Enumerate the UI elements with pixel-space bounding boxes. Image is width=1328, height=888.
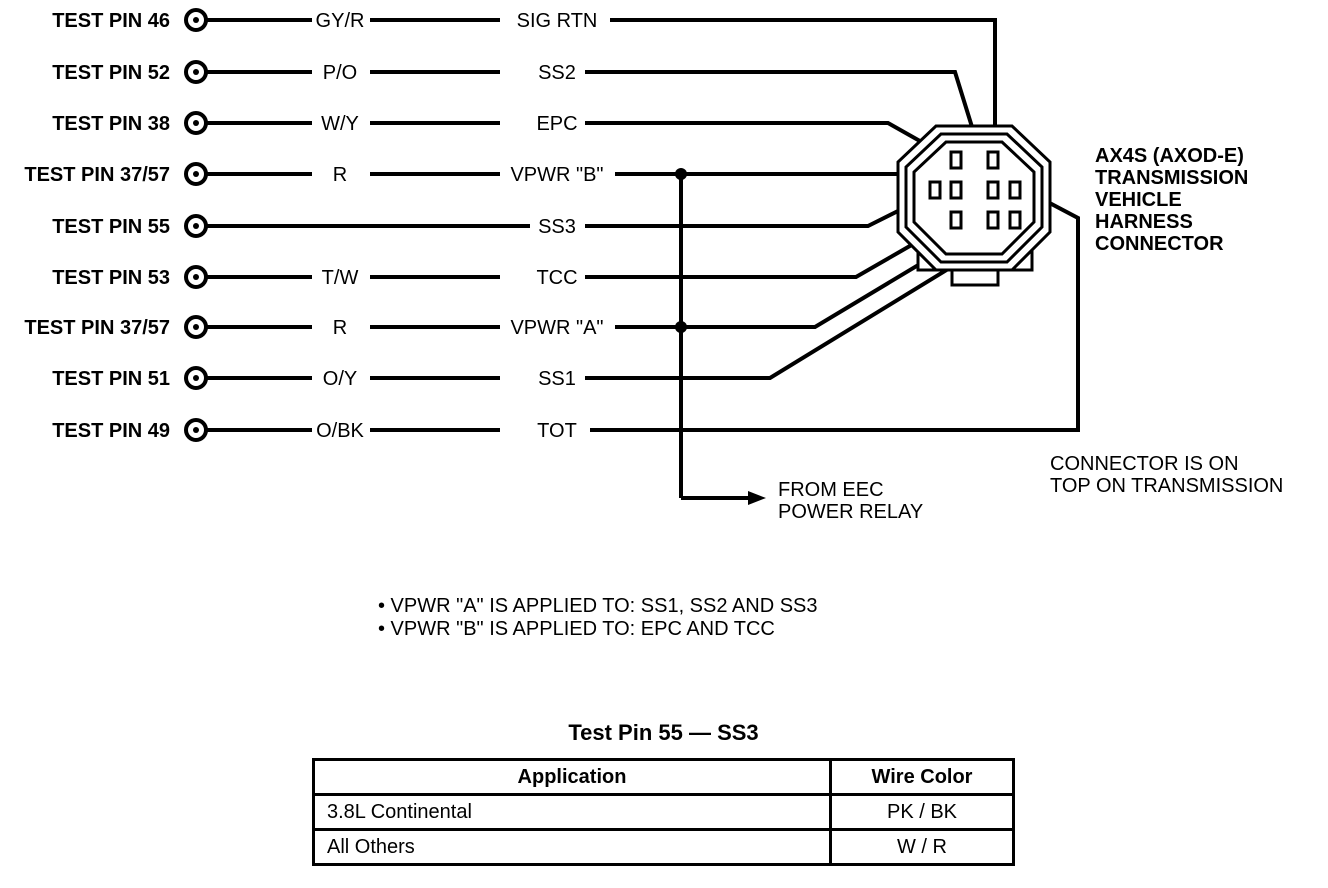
terminal bbox=[1008, 210, 1022, 230]
wire-color-label: P/O bbox=[323, 62, 357, 84]
test-pin-center-icon bbox=[193, 324, 199, 330]
wire-color-label: O/Y bbox=[323, 368, 357, 390]
splice-dot-a bbox=[675, 321, 687, 333]
test-pin-label: TEST PIN 52 bbox=[52, 62, 170, 84]
test-pin-center-icon bbox=[193, 274, 199, 280]
connector-location-note: CONNECTOR IS ON TOP ON TRANSMISSION bbox=[1050, 453, 1283, 497]
circuit-label: VPWR "A" bbox=[510, 317, 603, 339]
circuit-label: TOT bbox=[537, 420, 577, 442]
test-pin-label: TEST PIN 37/57 bbox=[24, 164, 170, 186]
wire-ss3 bbox=[585, 188, 941, 228]
wire-color-label: GY/R bbox=[316, 10, 365, 32]
terminal bbox=[928, 180, 942, 200]
test-pin-center-icon bbox=[193, 17, 199, 23]
wire-color-label: T/W bbox=[322, 267, 359, 289]
wire-color-label: O/BK bbox=[316, 420, 364, 442]
terminal bbox=[986, 150, 1000, 170]
application-cell: 3.8L Continental bbox=[312, 793, 832, 831]
terminal bbox=[986, 210, 1000, 230]
application-cell: All Others bbox=[312, 828, 832, 866]
connector-inner-1 bbox=[904, 132, 1044, 264]
circuit-label: EPC bbox=[536, 113, 577, 135]
arrow-head-icon bbox=[748, 491, 766, 505]
test-pin-label: TEST PIN 55 bbox=[52, 216, 170, 238]
pin-row: TEST PIN 46 GY/R SIG RTN bbox=[52, 8, 598, 32]
pin-row: TEST PIN 55 SS3 bbox=[52, 214, 576, 238]
wire-color-cell: W / R bbox=[829, 828, 1015, 866]
test-pin-label: TEST PIN 51 bbox=[52, 368, 170, 390]
circuit-label: TCC bbox=[536, 267, 577, 289]
circuit-label: SS1 bbox=[538, 368, 576, 390]
terminal bbox=[986, 180, 1000, 200]
pin-row: TEST PIN 52 P/O SS2 bbox=[52, 60, 576, 84]
connector-outer bbox=[896, 124, 1052, 272]
harness-connector-icon bbox=[896, 124, 1052, 287]
test-pin-label: TEST PIN 49 bbox=[52, 420, 170, 442]
connector-label: AX4S (AXOD-E) TRANSMISSION VEHICLE HARNE… bbox=[1095, 145, 1254, 255]
power-source-label: FROM EEC POWER RELAY bbox=[778, 479, 923, 523]
pin-row: TEST PIN 49 O/BK TOT bbox=[52, 418, 577, 442]
connector-terminals bbox=[928, 150, 1022, 230]
column-header-application: Application bbox=[312, 758, 832, 796]
circuit-label: SS2 bbox=[538, 62, 576, 84]
wire-color-label: W/Y bbox=[321, 113, 359, 135]
pin-row: TEST PIN 51 O/Y SS1 bbox=[52, 366, 576, 390]
test-pin-label: TEST PIN 53 bbox=[52, 267, 170, 289]
pin-row: TEST PIN 37/57 R VPWR "A" bbox=[24, 315, 604, 339]
test-pin-center-icon bbox=[193, 171, 199, 177]
test-pin-center-icon bbox=[193, 375, 199, 381]
wire-color-cell: PK / BK bbox=[829, 793, 1015, 831]
table-row: All Others W / R bbox=[312, 828, 1015, 866]
circuit-label: SS3 bbox=[538, 216, 576, 238]
table-header-row: Application Wire Color bbox=[312, 758, 1015, 796]
wire-color-table: Application Wire Color 3.8L Continental … bbox=[312, 758, 1015, 866]
wire-color-label: R bbox=[333, 317, 347, 339]
test-pin-center-icon bbox=[193, 427, 199, 433]
test-pin-label: TEST PIN 37/57 bbox=[24, 317, 170, 339]
wire-ss1 bbox=[585, 223, 1022, 380]
wire-color-label: R bbox=[333, 164, 347, 186]
circuit-label: VPWR "B" bbox=[510, 164, 603, 186]
splice-dot-b bbox=[675, 168, 687, 180]
test-pin-label: TEST PIN 38 bbox=[52, 113, 170, 135]
connector-inner-2 bbox=[912, 140, 1036, 256]
vpwr-note: • VPWR "A" IS APPLIED TO: SS1, SS2 AND S… bbox=[378, 595, 823, 640]
test-pin-label: TEST PIN 46 bbox=[52, 10, 170, 32]
terminal bbox=[949, 210, 963, 230]
table-title: Test Pin 55 — SS3 bbox=[568, 720, 759, 745]
table-row: 3.8L Continental PK / BK bbox=[312, 793, 1015, 831]
pin-row: TEST PIN 37/57 R VPWR "B" bbox=[24, 162, 604, 186]
terminal bbox=[949, 180, 963, 200]
pin-row: TEST PIN 38 W/Y EPC bbox=[52, 111, 578, 135]
test-pin-center-icon bbox=[193, 223, 199, 229]
wire-epc bbox=[585, 121, 951, 160]
terminal bbox=[1008, 180, 1022, 200]
test-pin-center-icon bbox=[193, 69, 199, 75]
wire-sig-rtn bbox=[610, 18, 997, 160]
column-header-wire-color: Wire Color bbox=[829, 758, 1015, 796]
terminal bbox=[949, 150, 963, 170]
pin-row: TEST PIN 53 T/W TCC bbox=[52, 265, 578, 289]
circuit-label: SIG RTN bbox=[517, 10, 598, 32]
test-pin-center-icon bbox=[193, 120, 199, 126]
